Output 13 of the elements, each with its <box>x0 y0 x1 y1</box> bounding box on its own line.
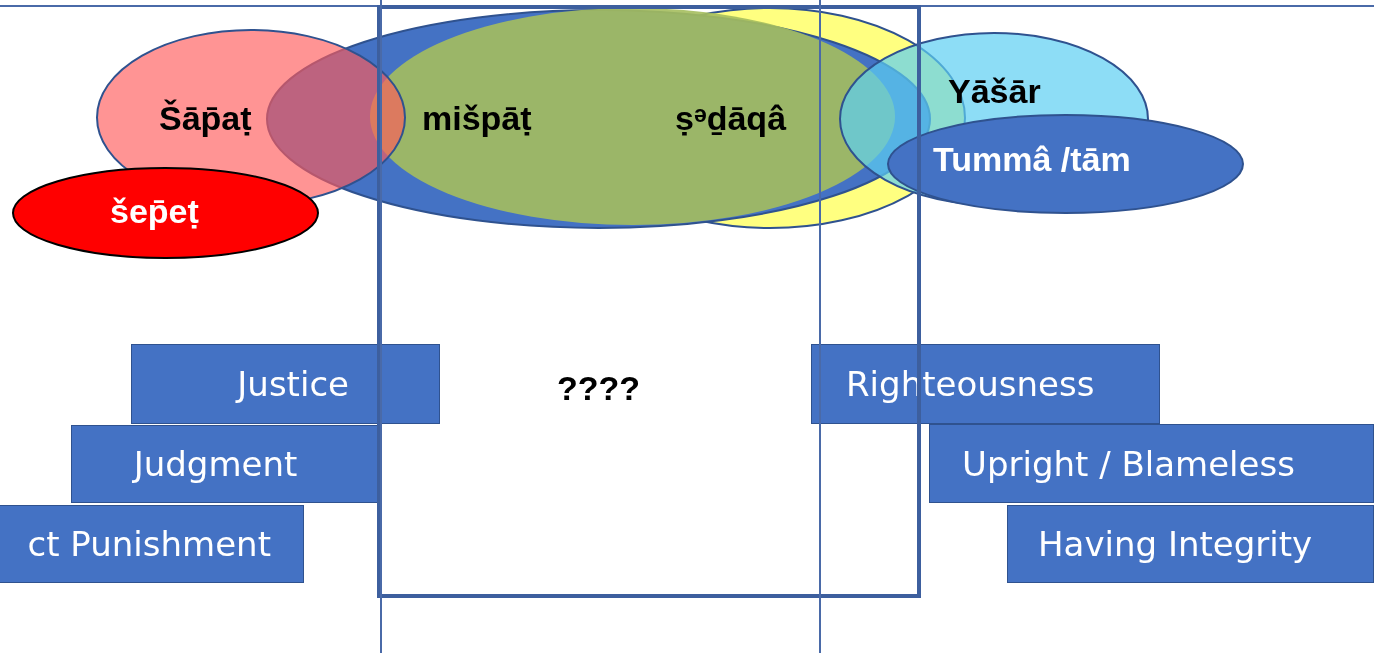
term-label: šep̄eṭ <box>110 191 199 231</box>
label-bar: Upright / Blameless <box>929 424 1374 503</box>
term-label: Tummâ /tām <box>933 139 1131 179</box>
term-label: Yāšār <box>948 71 1041 111</box>
label-bar: Judgment <box>71 425 380 503</box>
label-bar: Justice <box>131 344 440 424</box>
term-label: ???? <box>557 368 641 408</box>
label-bar: ct Punishment <box>0 505 304 583</box>
term-label: Šāp̄aṭ <box>159 98 252 138</box>
label-bar: Having Integrity <box>1007 505 1374 583</box>
term-label: ṣᵊḏāqâ <box>675 98 787 138</box>
label-bar: Righteousness <box>811 344 1160 424</box>
term-label: mišpāṭ <box>422 98 532 138</box>
